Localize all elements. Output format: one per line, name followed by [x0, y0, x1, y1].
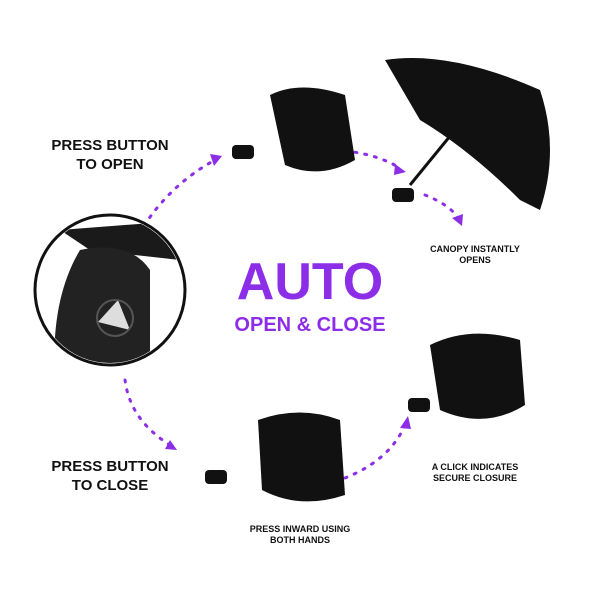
step-click-indicates: A CLICK INDICATES SECURE CLOSURE [431, 462, 519, 484]
closed-umbrella-2 [430, 333, 525, 419]
handle [232, 145, 254, 159]
handle-closeup [33, 213, 187, 367]
closed-umbrella-1 [270, 87, 355, 172]
step-canopy-opens: CANOPY INSTANTLY OPENS [430, 244, 520, 266]
arrow-head [210, 154, 222, 166]
closed-umbrella-3 [258, 412, 345, 502]
headline-title: AUTO [236, 253, 384, 311]
umbrellas [205, 58, 550, 502]
open-umbrella [385, 58, 550, 210]
step-press-inward: PRESS INWARD USING BOTH HANDS [249, 524, 351, 546]
step-press-close: PRESS BUTTON TO CLOSE [51, 458, 169, 494]
step-press-open: PRESS BUTTON TO OPEN [51, 137, 169, 173]
headline-subtitle: OPEN & CLOSE [234, 314, 386, 336]
button-icon [98, 300, 130, 330]
